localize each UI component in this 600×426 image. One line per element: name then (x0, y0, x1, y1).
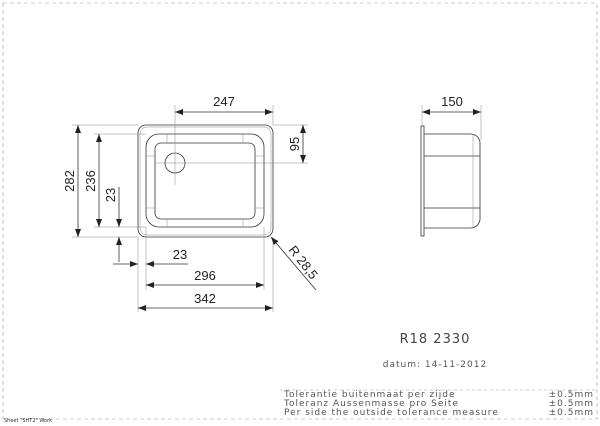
dim-95: 95 (287, 137, 302, 151)
dim-150: 150 (441, 94, 463, 109)
dim-23-vertical: 23 (103, 188, 118, 202)
sheet-border (2, 2, 598, 420)
dim-radius: R 28,5 (286, 243, 321, 282)
dim-282: 282 (62, 170, 77, 192)
model-number: R18 2330 (400, 332, 471, 347)
dim-296: 296 (194, 268, 216, 283)
drawing-date: datum: 14-11-2012 (383, 360, 487, 370)
sink-top-view (137, 124, 274, 238)
dim-247: 247 (213, 94, 235, 109)
tolerance-value-de: ±0.5mm (549, 399, 594, 409)
dim-342: 342 (194, 291, 216, 306)
tolerance-value-nl: ±0.5mm (549, 390, 594, 400)
sheet-label: Sheet "SHT2" Work (4, 418, 52, 424)
tolerance-label-nl: Tolerantie buitenmaat per zijde (283, 390, 456, 400)
tolerance-label-en: Per side the outside tolerance measure (284, 408, 499, 418)
dim-23-horizontal: 23 (173, 247, 187, 262)
tolerance-label-de: Toleranz Aussenmasse pro Seite (283, 399, 459, 409)
sink-side-view (420, 105, 482, 237)
dim-236: 236 (83, 170, 98, 192)
tolerance-value-en: ±0.5mm (549, 408, 594, 418)
